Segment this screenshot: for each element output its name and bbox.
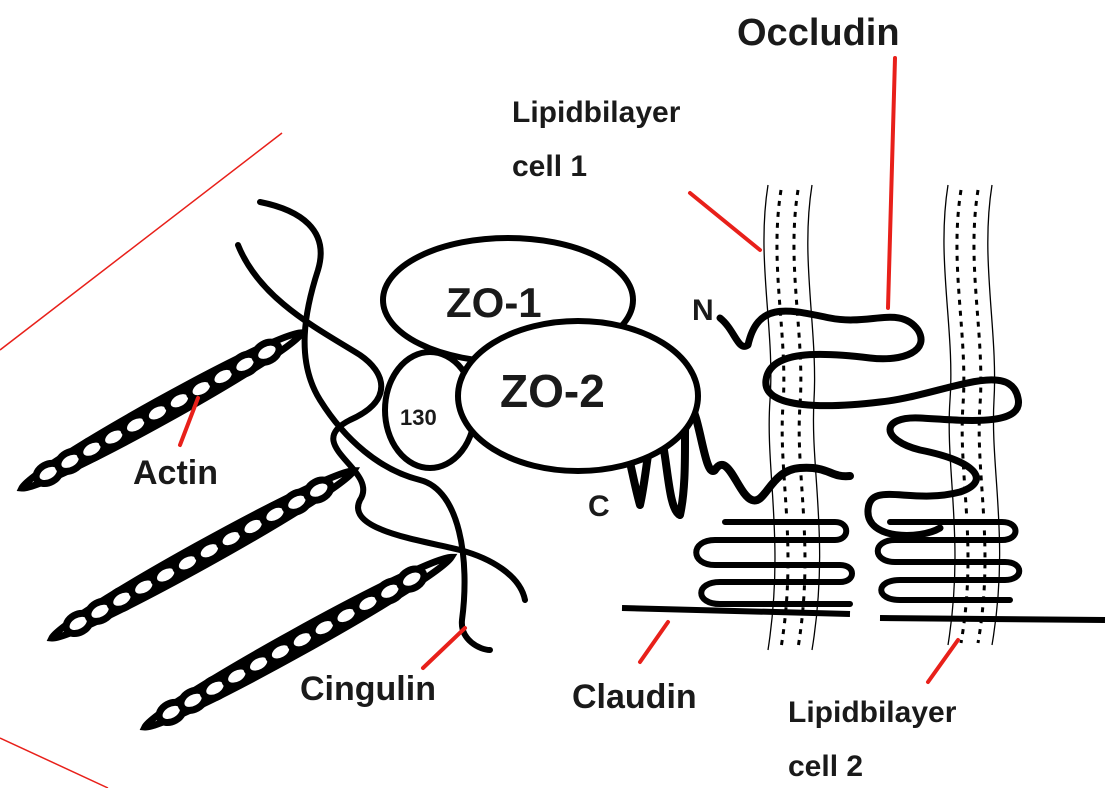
corner-line-top: [0, 133, 282, 350]
label-n-terminus: N: [692, 296, 714, 326]
label-claudin: Claudin: [572, 680, 697, 714]
pointer-lipid-cell-1: [690, 193, 760, 250]
label-lipid-cell-2-line1: Lipidbilayer: [788, 698, 956, 728]
pointer-cingulin: [423, 628, 465, 668]
label-lipid-cell-1-line2: cell 1: [512, 152, 587, 182]
corner-line-bottom: [0, 738, 108, 788]
label-zo-2: ZO-2: [500, 368, 605, 414]
label-occludin: Occludin: [737, 14, 900, 52]
label-c-terminus: C: [588, 492, 610, 522]
label-lipid-cell-1-line1: Lipidbilayer: [512, 98, 680, 128]
label-130: 130: [400, 407, 437, 429]
pointer-claudin: [640, 622, 668, 662]
claudin-baseline: [622, 608, 850, 614]
label-lipid-cell-2-line2: cell 2: [788, 752, 863, 782]
lipid-bilayer-cell-2: [944, 185, 1000, 645]
claudin-baseline-2: [880, 618, 1105, 620]
label-cingulin: Cingulin: [300, 672, 436, 706]
occludin-strand: [720, 311, 1019, 535]
label-zo-1: ZO-1: [446, 282, 542, 324]
pointer-lipid-cell-2: [928, 640, 958, 682]
pointer-occludin: [888, 58, 895, 308]
label-actin: Actin: [133, 456, 218, 490]
